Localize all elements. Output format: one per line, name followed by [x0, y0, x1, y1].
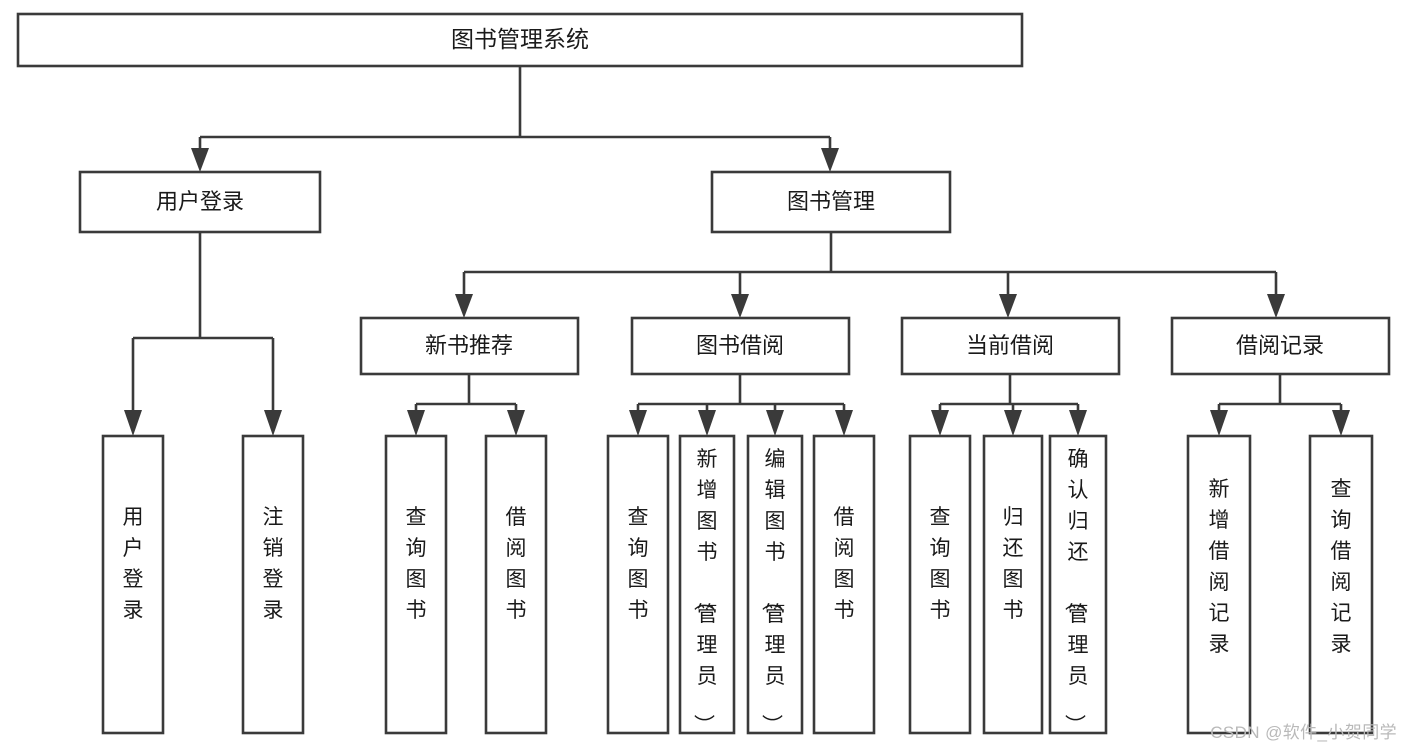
arrow-to-leaf-confirm-return	[1069, 410, 1087, 436]
leaf-user-login-box[interactable]	[101, 434, 165, 735]
node-current-borrow-label: 当前借阅	[966, 333, 1054, 358]
node-book-manage[interactable]: 图书管理	[710, 170, 952, 234]
leaf-query-book-3[interactable]: 查询图书	[908, 434, 972, 735]
arrow-to-new-book-rec	[455, 294, 473, 318]
leaf-borrow-book-2-label: 借阅图书	[834, 506, 855, 622]
leaf-logout-label: 注销登录	[263, 506, 284, 622]
arrow-to-leaf-user-login	[124, 410, 142, 436]
leaf-add-record-label: 新增借阅记录	[1209, 478, 1230, 656]
leaf-return-book[interactable]: 归还图书	[982, 434, 1044, 735]
node-user-login-box[interactable]	[78, 170, 322, 234]
leaf-query-book-3-box[interactable]	[908, 434, 972, 735]
leaf-return-book-label: 归还图书	[1003, 506, 1024, 622]
node-current-borrow-box[interactable]	[900, 316, 1121, 376]
arrow-to-book-borrow	[731, 294, 749, 318]
leaf-edit-book[interactable]: 编辑图书（管理员）	[746, 434, 804, 735]
node-root[interactable]: 图书管理系统	[16, 12, 1024, 68]
node-new-book-rec[interactable]: 新书推荐	[359, 316, 580, 376]
arrow-to-leaf-add-record	[1210, 410, 1228, 436]
node-layer: 图书管理系统 用户登录 图书管理 新书推荐 图书借阅 当前	[16, 12, 1391, 735]
leaf-query-book-1[interactable]: 查询图书	[384, 434, 448, 735]
leaf-edit-book-label: 编辑图书（管理员）	[760, 448, 786, 735]
leaf-borrow-book-2[interactable]: 借阅图书	[812, 434, 876, 735]
node-book-manage-box[interactable]	[710, 170, 952, 234]
arrow-to-leaf-add-book	[698, 410, 716, 436]
node-new-book-rec-label: 新书推荐	[425, 333, 513, 358]
leaf-edit-book-box[interactable]	[746, 434, 804, 735]
leaf-add-book[interactable]: 新增图书（管理员）	[678, 434, 736, 735]
node-root-label: 图书管理系统	[451, 26, 589, 52]
node-new-book-rec-box[interactable]	[359, 316, 580, 376]
node-book-borrow-box[interactable]	[630, 316, 851, 376]
arrow-to-borrow-record	[1267, 294, 1285, 318]
leaf-confirm-return[interactable]: 确认归还（管理员）	[1048, 434, 1108, 735]
leaf-query-record-box[interactable]	[1308, 434, 1374, 735]
node-book-borrow[interactable]: 图书借阅	[630, 316, 851, 376]
edge-layer	[124, 66, 1350, 436]
leaf-logout-box[interactable]	[241, 434, 305, 735]
arrow-to-leaf-query-book-1	[407, 410, 425, 436]
node-book-borrow-label: 图书借阅	[696, 333, 784, 358]
leaf-query-book-2-label: 查询图书	[628, 506, 649, 622]
node-borrow-record[interactable]: 借阅记录	[1170, 316, 1391, 376]
arrow-to-leaf-borrow-book-1	[507, 410, 525, 436]
leaf-user-login[interactable]: 用户登录	[101, 434, 165, 735]
leaf-query-book-2-box[interactable]	[606, 434, 670, 735]
leaf-add-record-box[interactable]	[1186, 434, 1252, 735]
node-borrow-record-box[interactable]	[1170, 316, 1391, 376]
leaf-query-book-1-box[interactable]	[384, 434, 448, 735]
arrow-to-leaf-query-record	[1332, 410, 1350, 436]
leaf-query-record-label: 查询借阅记录	[1331, 478, 1352, 656]
leaf-add-book-box[interactable]	[678, 434, 736, 735]
node-borrow-record-label: 借阅记录	[1236, 333, 1324, 358]
leaf-user-login-label: 用户登录	[123, 506, 144, 622]
node-root-box[interactable]	[16, 12, 1024, 68]
arrow-to-leaf-query-book-2	[629, 410, 647, 436]
leaf-logout[interactable]: 注销登录	[241, 434, 305, 735]
arrow-to-book-manage	[821, 148, 839, 172]
node-book-manage-label: 图书管理	[787, 189, 875, 214]
node-user-login-label: 用户登录	[156, 189, 244, 214]
leaf-query-book-2[interactable]: 查询图书	[606, 434, 670, 735]
leaf-borrow-book-1[interactable]: 借阅图书	[484, 434, 548, 735]
leaf-add-book-label: 新增图书（管理员）	[692, 448, 718, 735]
leaf-query-book-1-label: 查询图书	[406, 506, 427, 622]
leaf-borrow-book-2-box[interactable]	[812, 434, 876, 735]
leaf-borrow-book-1-label: 借阅图书	[506, 506, 527, 622]
arrow-to-user-login	[191, 148, 209, 172]
arrow-to-leaf-logout	[264, 410, 282, 436]
leaf-confirm-return-box[interactable]	[1048, 434, 1108, 735]
arrow-to-leaf-query-book-3	[931, 410, 949, 436]
arrow-to-leaf-return-book	[1004, 410, 1022, 436]
leaf-borrow-book-1-box[interactable]	[484, 434, 548, 735]
arrow-to-leaf-borrow-book-2	[835, 410, 853, 436]
leaf-query-record[interactable]: 查询借阅记录	[1308, 434, 1374, 735]
node-current-borrow[interactable]: 当前借阅	[900, 316, 1121, 376]
node-user-login[interactable]: 用户登录	[78, 170, 322, 234]
arrow-to-current-borrow	[999, 294, 1017, 318]
leaf-add-record[interactable]: 新增借阅记录	[1186, 434, 1252, 735]
arrow-to-leaf-edit-book	[766, 410, 784, 436]
leaf-query-book-3-label: 查询图书	[930, 506, 951, 622]
csdn-watermark: CSDN @软件_小贺同学	[1210, 723, 1397, 742]
leaf-confirm-return-label: 确认归还（管理员）	[1063, 448, 1089, 735]
leaf-return-book-box[interactable]	[982, 434, 1044, 735]
